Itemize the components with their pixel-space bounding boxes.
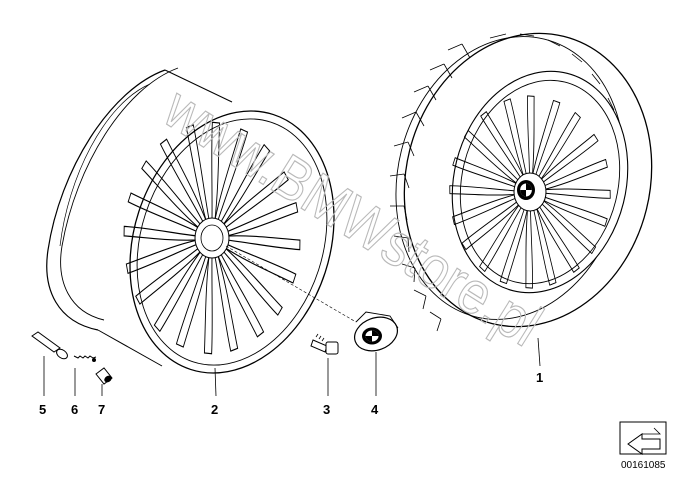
wheel-bolt [310, 333, 339, 396]
bmw-logo-icon [517, 180, 535, 200]
callout-1: 1 [536, 370, 543, 385]
valve-cap [95, 367, 113, 396]
callout-5: 5 [39, 402, 46, 417]
light-alloy-rim [46, 67, 357, 397]
bmw-logo-icon [362, 327, 382, 345]
callout-2: 2 [211, 402, 218, 417]
complete-wheel [389, 32, 653, 367]
callout-3: 3 [323, 402, 330, 417]
callout-6: 6 [71, 402, 78, 417]
tyre-valve [31, 331, 68, 396]
document-number: 00161085 [621, 460, 666, 471]
hub-cap [354, 311, 399, 396]
callout-7: 7 [98, 402, 105, 417]
arrow-corner-icon [619, 421, 667, 455]
callout-4: 4 [371, 402, 379, 417]
valve-insert [73, 355, 97, 396]
